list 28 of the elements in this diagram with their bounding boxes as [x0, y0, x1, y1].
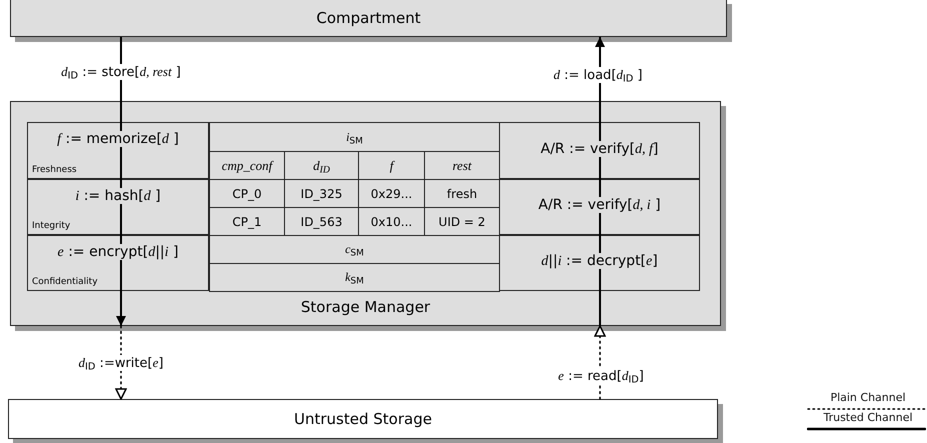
dotted-arrow: [115, 325, 127, 400]
legend-label: Trusted Channel: [822, 412, 914, 424]
formula-text: A/R := verify[d, f]: [540, 140, 660, 156]
edge-label: d$_{ID}$ := store[d, rest ]: [59, 64, 183, 80]
formula-text: A/R := verify[d, i ]: [537, 197, 662, 213]
function-cell: [27, 122, 209, 179]
category-label: Freshness: [32, 165, 77, 175]
table-entry: i$_{SM}$: [209, 122, 500, 152]
edge-label: d$_{ID}$ :=write[e]: [76, 355, 166, 371]
component-title: Storage Manager: [300, 298, 432, 316]
edge-label: d := load[d$_{ID}$ ]: [552, 67, 644, 83]
formula-text: d||i := decrypt[e]: [540, 253, 659, 269]
component-title: Compartment: [315, 9, 422, 27]
component-title: Untrusted Storage: [293, 410, 433, 428]
function-cell: [499, 179, 700, 235]
legend-label: Plain Channel: [829, 392, 907, 404]
category-label: Confidentiality: [32, 277, 98, 287]
table-entry: k$_{SM}$: [209, 263, 500, 292]
category-label: Integrity: [32, 221, 70, 231]
function-cell: [27, 235, 209, 291]
edge-label: e := read[d$_{ID}$]: [556, 368, 646, 384]
formula-text: f := memorize[d ]: [56, 131, 180, 147]
function-cell: [499, 122, 700, 179]
formula-text: e := encrypt[d||i ]: [56, 244, 180, 260]
arrow: [116, 291, 126, 326]
function-cell: [499, 235, 700, 291]
function-cell: [27, 179, 209, 235]
formula-text: i := hash[d ]: [74, 188, 162, 204]
